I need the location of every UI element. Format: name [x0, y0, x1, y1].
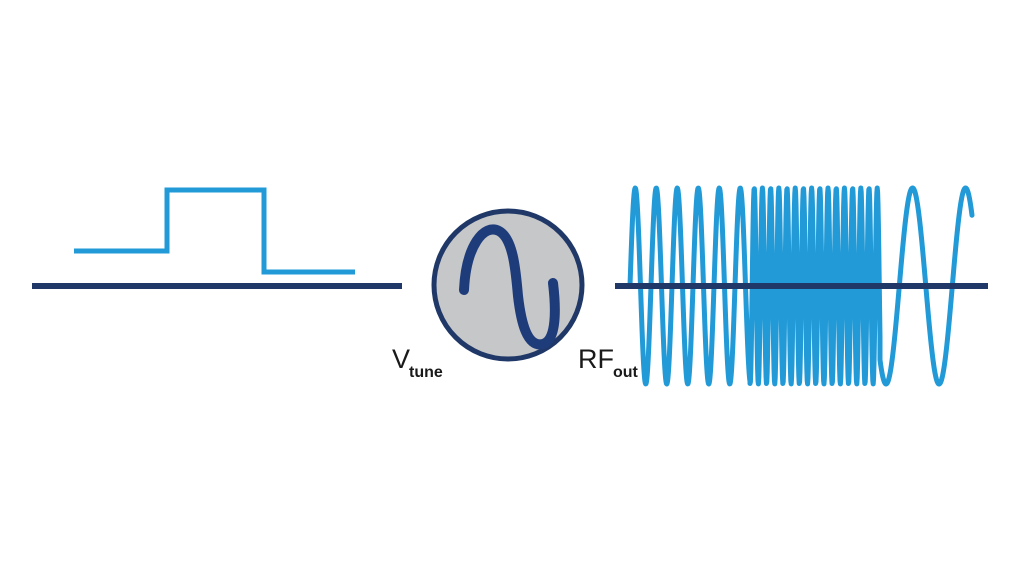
vtune-label: V tune — [392, 344, 443, 381]
vtune-label-base: V — [392, 344, 410, 374]
rfout-label-subscript: out — [613, 364, 639, 381]
vtune-step-waveform — [74, 187, 355, 275]
rfout-label: RF out — [578, 344, 639, 381]
vtune-waveform-group — [32, 187, 402, 289]
rf-output-waveform — [627, 185, 975, 387]
vtune-label-subscript: tune — [409, 364, 443, 381]
rfout-waveform-group — [615, 185, 988, 387]
sine-wave-icon — [459, 224, 560, 350]
oscillator-group — [431, 208, 585, 362]
rfout-label-base: RF — [578, 344, 614, 374]
